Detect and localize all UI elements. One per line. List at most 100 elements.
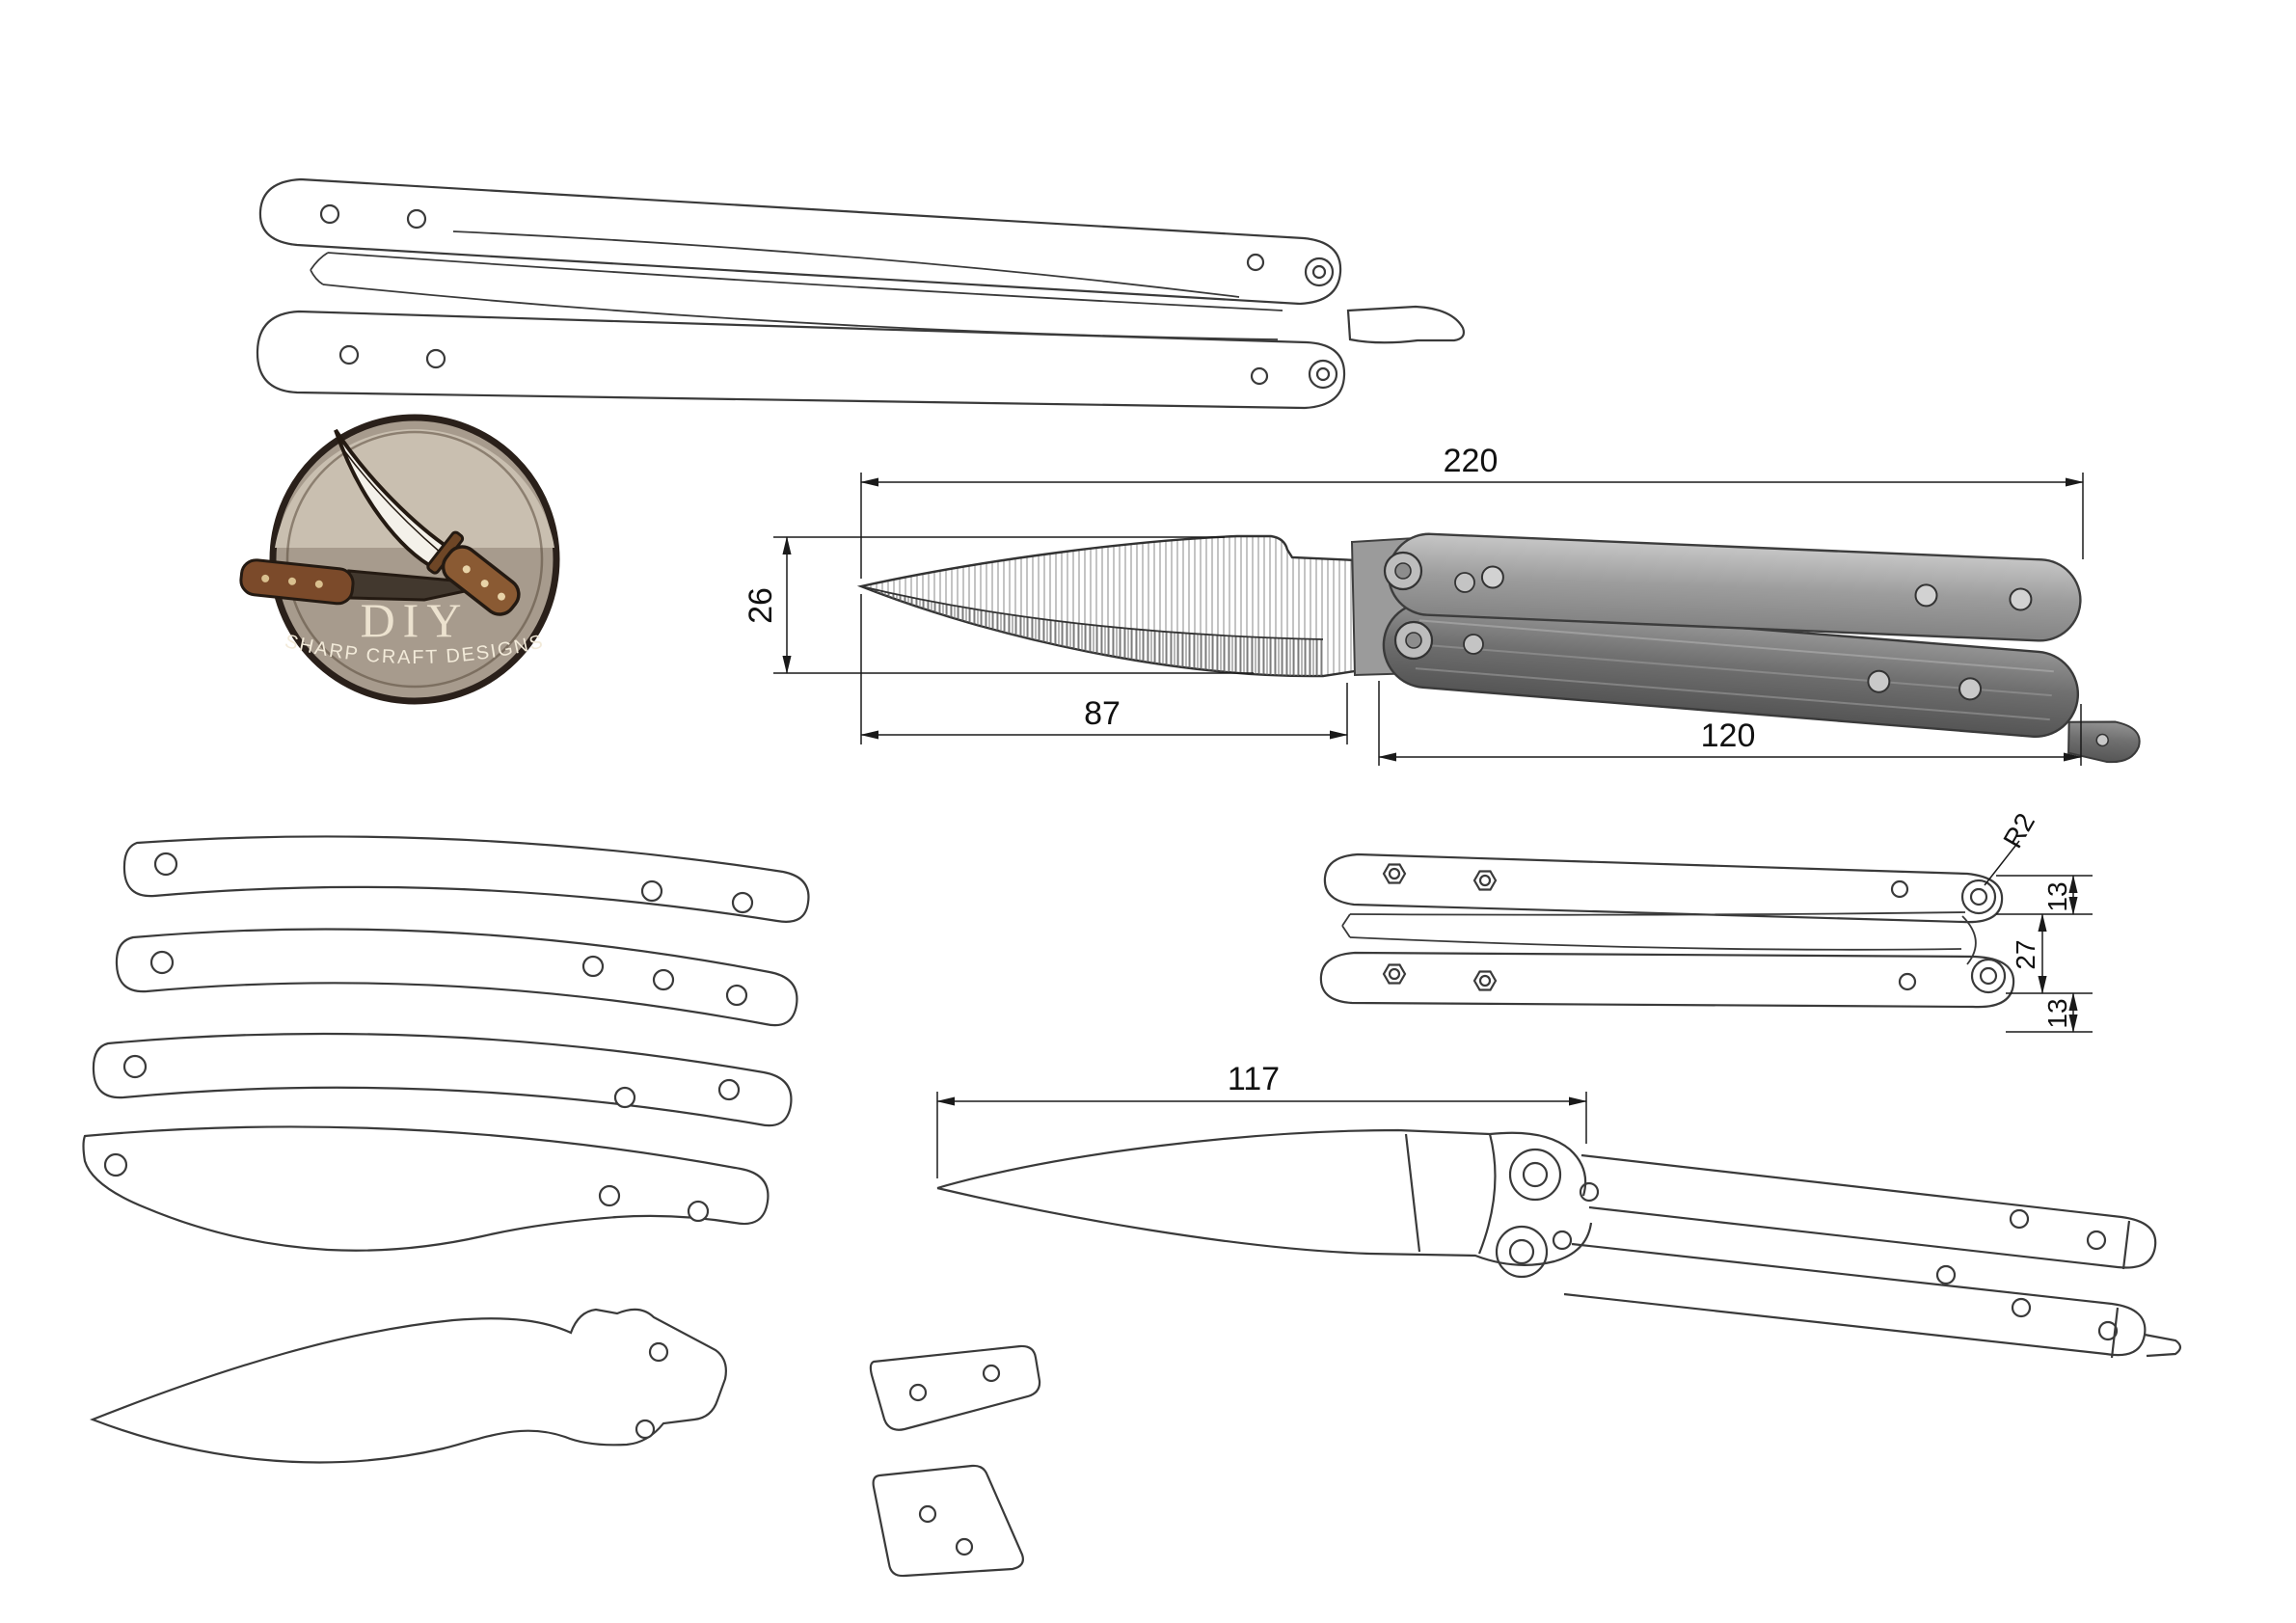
lower-pivot-center <box>1405 632 1422 649</box>
logo-handle-pin <box>462 565 471 574</box>
dim-label-pivot-radius: R2 <box>1997 808 2040 853</box>
part-hole <box>982 1364 1001 1383</box>
dim-label-overall-length: 220 <box>1444 443 1499 479</box>
blade-template-outline <box>89 1308 727 1464</box>
lower-handle <box>1382 601 2141 764</box>
folded-blade-spine <box>1349 911 1966 916</box>
logo-handle-pin <box>314 580 323 588</box>
folded-upper-pivot-center <box>1969 887 1988 906</box>
blade-tip-line <box>310 252 329 285</box>
logo: DIY SHARP CRAFT DESIGNS <box>239 414 560 705</box>
logo-main-grind-line <box>342 448 443 555</box>
template-hole <box>149 950 175 975</box>
outline-latch-tail <box>2144 1333 2182 1358</box>
lower-screw <box>1463 634 1484 655</box>
handle-template-3 <box>92 1032 793 1127</box>
closed-lower-handle <box>256 310 1346 410</box>
outline-blade <box>936 1128 1593 1266</box>
template-hole <box>687 1200 710 1223</box>
dim-label-handle-length: 120 <box>1701 717 1756 754</box>
dimension-lines-main <box>773 473 2084 766</box>
pin-hole <box>406 208 427 230</box>
dim-label-blade-length: 87 <box>1084 695 1121 732</box>
outline-screw <box>1579 1181 1600 1203</box>
small-parts <box>869 1344 1041 1578</box>
small-part-upper <box>869 1344 1041 1431</box>
outline-lower-pivot-center <box>1508 1238 1535 1265</box>
logo-main-knife <box>334 428 521 616</box>
folded-upper-handle <box>1323 852 2004 924</box>
hex-nut-center <box>1388 967 1401 981</box>
pin-hole <box>425 348 446 369</box>
leader-R2 <box>1984 840 2020 886</box>
part-hole <box>908 1383 928 1402</box>
outline-tang-curve <box>1477 1133 1497 1255</box>
folded-lower-pivot-center <box>1979 966 1998 986</box>
handle-template-1 <box>122 835 810 923</box>
closed-knife-top-view <box>256 177 1466 410</box>
upper-handle <box>1387 532 2082 642</box>
dim-label-outline-blade-length: 117 <box>1228 1061 1280 1097</box>
tang-hole <box>648 1341 669 1363</box>
handle-hole <box>2009 1208 2030 1230</box>
dimension-lines-outline <box>936 1092 1587 1178</box>
part-hole <box>918 1504 937 1524</box>
hex-nut-center <box>1478 874 1492 887</box>
handle-pin <box>1958 677 1983 701</box>
blade-grind-line <box>860 585 1324 640</box>
open-knife-outline: 117 <box>936 1061 2182 1359</box>
closed-upper-handle <box>258 177 1342 306</box>
logo-folder-knife <box>239 558 469 606</box>
logo-inner-ring <box>285 430 544 689</box>
outline-screw <box>1552 1230 1573 1251</box>
outline-lower-pivot <box>1495 1225 1549 1279</box>
template-hole <box>652 968 675 991</box>
folded-view-dimensioned: R2 13 27 13 <box>1319 808 2093 1033</box>
brushed-streak <box>1415 667 2050 721</box>
outline-lower-handle-cap <box>2110 1307 2120 1359</box>
template-hole <box>725 984 748 1007</box>
main-dimensioned-drawing: 220 26 87 120 <box>743 443 2141 766</box>
handle-hole <box>2086 1230 2107 1251</box>
hex-nut-center <box>1388 867 1401 880</box>
template-hole <box>598 1184 621 1207</box>
brushed-streak <box>1418 619 2054 673</box>
blade-clip-hidden-line <box>452 230 1240 298</box>
outline-upper-handle-cap <box>2121 1220 2131 1270</box>
upper-pivot-center <box>1394 562 1412 580</box>
pivot-pin-center <box>1311 264 1327 280</box>
logo-folder-handle <box>239 558 355 606</box>
template-hole <box>153 852 178 877</box>
folded-tang-curve <box>1961 915 1977 965</box>
washer <box>1898 972 1917 991</box>
dimension-lines-folded <box>1984 840 2093 1033</box>
template-hole <box>640 879 663 903</box>
brushed-streak <box>1417 643 2052 697</box>
hex-nut-center <box>1478 974 1492 987</box>
template-hole <box>581 955 605 978</box>
logo-handle-pin <box>288 577 297 585</box>
template-hole <box>103 1152 128 1177</box>
logo-handle-pin <box>498 592 506 601</box>
dim-label-offset-bottom: 13 <box>2042 998 2072 1028</box>
blade-template <box>89 1308 727 1464</box>
dim-label-pivot-spacing: 27 <box>2011 939 2040 969</box>
small-part-lower <box>872 1464 1024 1578</box>
logo-title: DIY <box>361 593 470 647</box>
latch-tail <box>1346 305 1466 344</box>
outline-upper-pivot-center <box>1522 1161 1549 1188</box>
washer <box>1890 879 1909 899</box>
handle-hole <box>2097 1320 2119 1341</box>
template-hole <box>731 891 754 914</box>
blade-spine-line <box>327 252 1283 311</box>
dim-label-offset-top: 13 <box>2042 881 2072 911</box>
handle-templates <box>82 835 810 1252</box>
upper-screw <box>1454 572 1475 593</box>
handle-pin <box>1867 669 1891 693</box>
pin-hole <box>319 203 340 225</box>
template-hole <box>717 1078 741 1101</box>
outline-plunge-line <box>1404 1133 1421 1253</box>
dim-label-blade-height: 26 <box>743 587 779 624</box>
